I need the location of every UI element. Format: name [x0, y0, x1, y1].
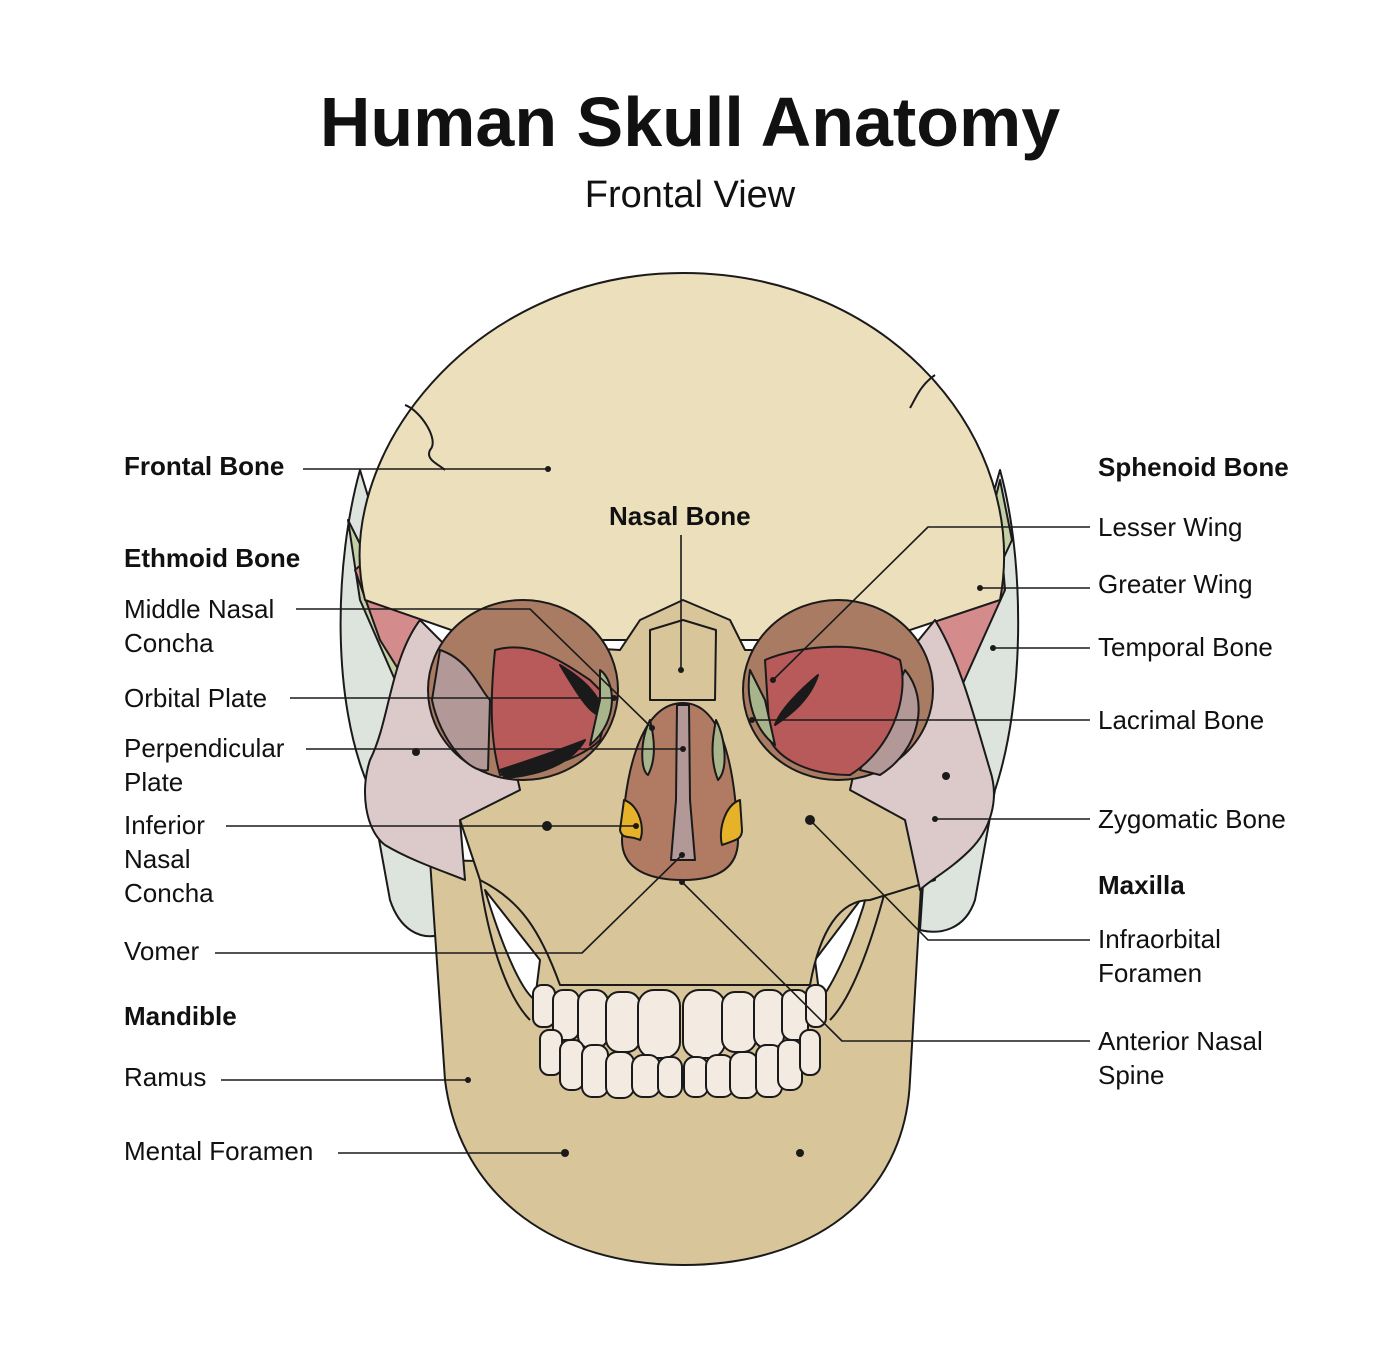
label-line: Middle Nasal: [124, 594, 275, 624]
inferior-nasal-concha: [619, 799, 743, 846]
label-line: Concha: [124, 878, 214, 908]
label-line: Anterior Nasal: [1098, 1026, 1263, 1056]
label-sphenoid-bone: Sphenoid Bone: [1098, 452, 1289, 482]
leader-dots: [465, 466, 996, 1083]
label-line: Infraorbital: [1098, 924, 1221, 954]
orbit-right-red: [764, 645, 904, 776]
label-nasal-bone: Nasal Bone: [609, 501, 751, 531]
label-line: Perpendicular: [124, 733, 285, 763]
label-ethmoid-bone: Ethmoid Bone: [124, 543, 301, 573]
label-line: Nasal: [124, 844, 191, 874]
label-greater-wing: Greater Wing: [1098, 569, 1253, 599]
nasal-bone: [649, 619, 717, 701]
label-mental-foramen: Mental Foramen: [124, 1136, 314, 1166]
label-line: Inferior: [124, 810, 205, 840]
label-middle-nasal-concha: Middle Nasal Concha: [124, 592, 274, 660]
label-line: Plate: [124, 767, 184, 797]
label-line: Foramen: [1098, 958, 1203, 988]
label-inferior-nasal-concha: Inferior Nasal Concha: [124, 808, 214, 910]
label-lacrimal-bone: Lacrimal Bone: [1098, 705, 1265, 735]
label-lesser-wing: Lesser Wing: [1098, 512, 1243, 542]
leader-lines: [215, 468, 1090, 1154]
diagram-subtitle: Frontal View: [584, 174, 796, 216]
label-frontal-bone: Frontal Bone: [124, 451, 285, 481]
label-anterior-nasal-spine: Anterior Nasal Spine: [1098, 1024, 1263, 1092]
label-line: Spine: [1098, 1060, 1165, 1090]
label-orbital-plate: Orbital Plate: [124, 683, 268, 713]
diagram-title: Human Skull Anatomy: [319, 83, 1061, 161]
label-ramus: Ramus: [124, 1062, 207, 1092]
perpendicular-plate: [670, 704, 696, 861]
label-temporal-bone: Temporal Bone: [1098, 632, 1273, 662]
label-infraorbital-foramen: Infraorbital Foramen: [1098, 922, 1221, 990]
frontal-bone: [358, 272, 1005, 641]
label-mandible: Mandible: [124, 1001, 237, 1031]
label-zygomatic-bone: Zygomatic Bone: [1098, 804, 1286, 834]
label-perpendicular-plate: Perpendicular Plate: [124, 731, 284, 799]
teeth: [532, 984, 827, 1099]
label-vomer: Vomer: [124, 936, 200, 966]
label-maxilla: Maxilla: [1098, 870, 1185, 900]
label-line: Concha: [124, 628, 214, 658]
